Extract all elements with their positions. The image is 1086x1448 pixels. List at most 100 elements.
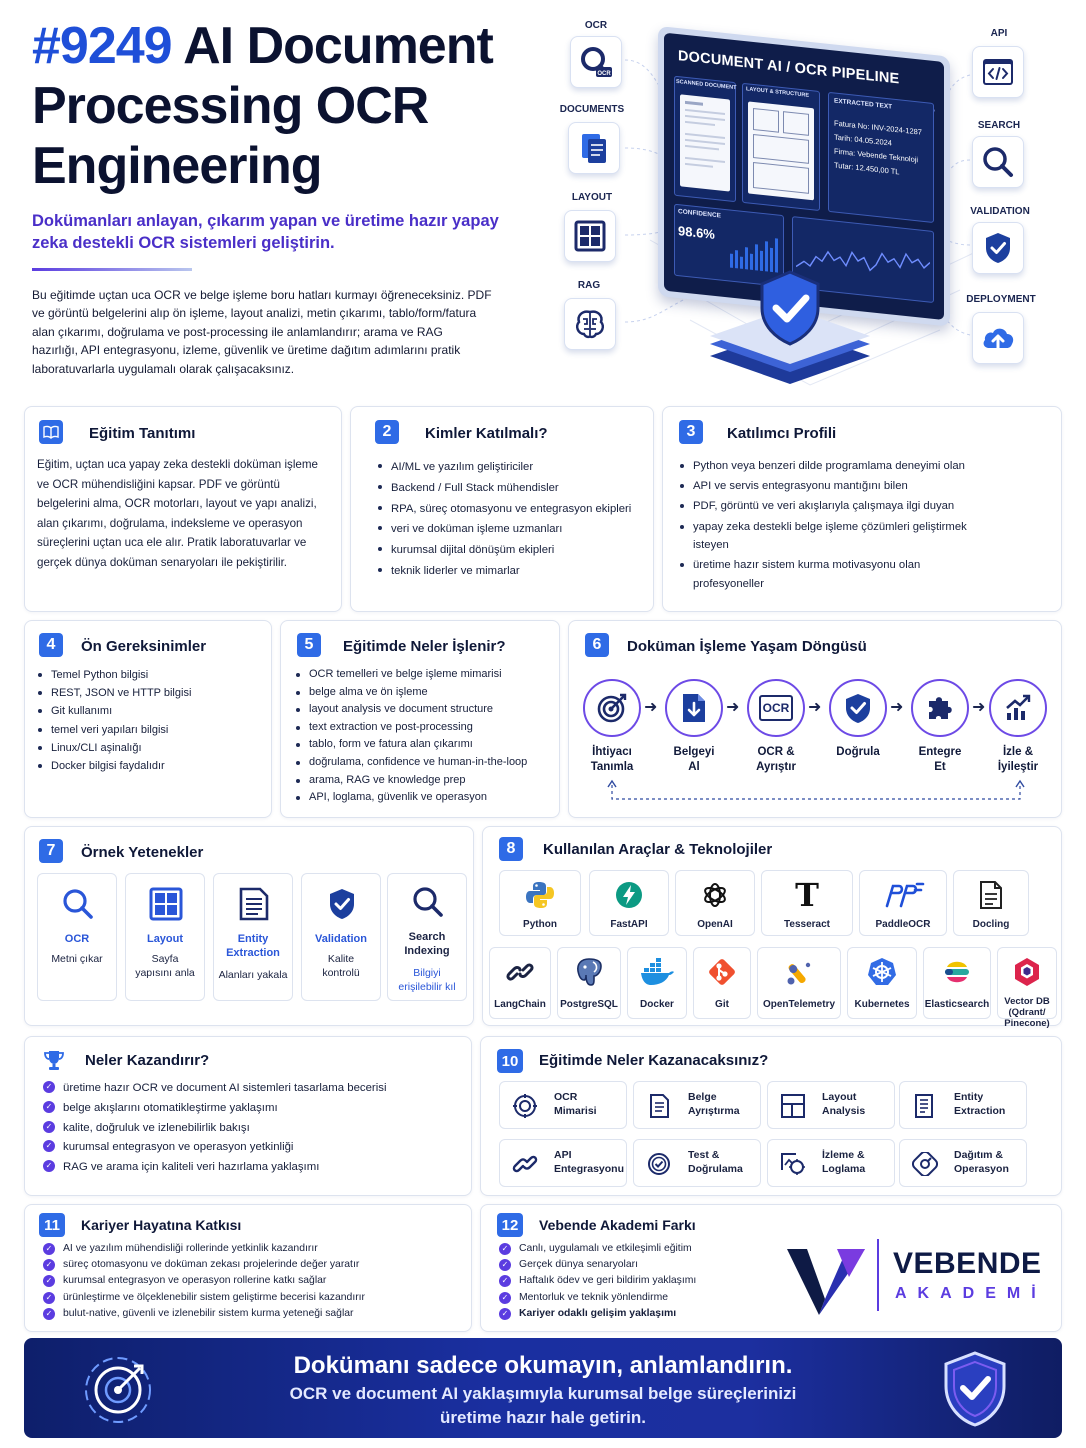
brain-icon <box>564 298 616 350</box>
capability-ocr: OCR Metni çıkar <box>37 873 117 1001</box>
list-item: Canlı, uygulamalı ve etkileşimli eğitim <box>499 1241 779 1257</box>
arrow-right-icon: ➜ <box>972 699 986 716</box>
banner-line1: Dokümanı sadece okumayın, anlamlandırın. <box>293 1352 793 1379</box>
profile-list: Python veya benzeri dilde programlama de… <box>679 457 989 594</box>
section-number: 4 <box>39 633 63 657</box>
list-item: Mentorluk ve teknik yönlendirme <box>499 1290 779 1306</box>
list-item: Kariyer odaklı gelişim yaklaşımı <box>499 1306 779 1322</box>
gain-label-line: Layout <box>822 1091 857 1103</box>
cta-banner: Dokümanı sadece okumayın, anlamlandırın.… <box>24 1338 1062 1438</box>
step-label-line: Belgeyi <box>673 746 715 758</box>
capability-name: Entity Extraction <box>226 933 280 959</box>
vebende-list: Canlı, uygulamalı ve etkileşimli eğitim … <box>499 1241 779 1322</box>
list-item: Linux/CLI aşinalığı <box>37 739 267 757</box>
capability-desc: Bilgiyi erişilebilir kıl <box>398 967 456 993</box>
tool-docker: Docker <box>627 947 687 1019</box>
list-item: kurumsal dijital dönüşüm ekipleri <box>377 540 647 561</box>
card-kariyer: 11 Kariyer Hayatına Katkısı AI ve yazılı… <box>24 1204 472 1332</box>
hero-label-search: SEARCH <box>977 120 1021 131</box>
lifecycle-step-3: OCR <box>747 679 805 737</box>
list-item: doğrulama, confidence ve human-in-the-lo… <box>295 754 557 772</box>
lifecycle-label-3: OCR &Ayrıştır <box>736 745 816 775</box>
gain-label: İzleme & Loglama <box>822 1148 865 1176</box>
list-item: üretime hazır OCR ve document AI sisteml… <box>43 1079 463 1099</box>
lifecycle-label-6: İzle &İyileştir <box>978 745 1058 775</box>
arrow-right-icon: ➜ <box>890 699 904 716</box>
card-title: Vebende Akademi Farkı <box>539 1217 696 1233</box>
card-text: Eğitim, uçtan uca yapay zeka destekli do… <box>37 458 318 569</box>
card-ornek-yetenekler: 7 Örnek Yetenekler OCR Metni çıkar Layou… <box>24 826 474 1026</box>
cloud-upload-icon <box>972 312 1024 364</box>
tool-name: Tesseract <box>784 919 830 930</box>
shield-base <box>710 270 870 384</box>
card-title: Katılımcı Profili <box>727 425 837 442</box>
lifecycle-step-4 <box>829 679 887 737</box>
section-number: 5 <box>297 633 321 657</box>
header-divider <box>32 268 192 271</box>
list-item: ürünleştirme ve ölçeklenebilir sistem ge… <box>43 1290 463 1306</box>
page-title: #9249 AI Document Processing OCR Enginee… <box>32 16 552 196</box>
gain-dagitim-operasyon: Dağıtım &Operasyon <box>899 1139 1027 1187</box>
tool-name: Python <box>523 919 557 930</box>
gain-label-line: OCR <box>554 1091 578 1103</box>
capability-name: Search Indexing <box>404 931 450 957</box>
document-list-icon <box>915 1094 933 1118</box>
capability-search-indexing: Search Indexing Bilgiyi erişilebilir kıl <box>387 873 467 1001</box>
list-item: Git kullanımı <box>37 702 267 720</box>
book-icon <box>39 420 63 444</box>
card-title: Kariyer Hayatına Katkısı <box>81 1217 242 1233</box>
layout-icon <box>781 1094 805 1118</box>
hero-label-layout: LAYOUT <box>571 192 613 203</box>
gain-label: Test &Doğrulama <box>688 1148 743 1176</box>
list-item: kalite, doğruluk ve izlenebilirlik bakış… <box>43 1119 463 1139</box>
list-item: API ve servis entegrasyonu mantığını bil… <box>679 477 989 496</box>
tool-langchain: LangChain <box>489 947 551 1019</box>
confidence-bars <box>730 238 778 273</box>
list-item: temel veri yapıları bilgisi <box>37 721 267 739</box>
page-subtitle: Dokümanları anlayan, çıkarım yapan ve ür… <box>32 212 499 252</box>
list-item: belge akışlarını otomatikleştirme yaklaş… <box>43 1099 463 1119</box>
capability-desc: Sayfa yapısını anla <box>135 953 195 979</box>
hero-label-api: API <box>990 28 1008 39</box>
gain-label: Dağıtım &Operasyon <box>954 1148 1009 1176</box>
tool-elasticsearch: Elasticsearch <box>923 947 991 1019</box>
document-lines-icon <box>239 887 269 921</box>
layout-icon <box>564 210 616 262</box>
search-icon <box>63 889 93 919</box>
capability-name: OCR <box>64 933 90 945</box>
chart-growth-icon <box>1006 694 1031 720</box>
gain-test-dogrulama: Test &Doğrulama <box>633 1139 761 1187</box>
tool-name: LangChain <box>494 999 546 1010</box>
list-item: OCR temelleri ve belge işleme mimarisi <box>295 666 557 684</box>
list-item: üretime hazır sistem kurma motivasyonu o… <box>679 556 989 593</box>
gain-label-line: Belge <box>688 1091 717 1103</box>
list-item: REST, JSON ve HTTP bilgisi <box>37 684 267 702</box>
gain-label-line: Extraction <box>954 1105 1006 1117</box>
banner-line3: üretime hazır hale getirin. <box>440 1408 646 1427</box>
gain-label-line: İzleme & <box>822 1149 865 1161</box>
section-number: 3 <box>679 420 703 444</box>
tool-tesseract: T Tesseract <box>761 870 853 936</box>
list-item: layout analysis ve document structure <box>295 701 557 719</box>
lifecycle-step-1 <box>583 679 641 737</box>
check-circle-icon <box>648 1153 670 1175</box>
tool-name: FastAPI <box>610 919 648 930</box>
list-item: kurumsal entegrasyon ve operasyon roller… <box>43 1273 463 1289</box>
lifecycle-step-2 <box>665 679 723 737</box>
documents-icon <box>568 122 620 174</box>
list-item: AI/ML ve yazılım geliştiriciler <box>377 457 647 478</box>
hero-label-ocr: OCR <box>584 20 608 31</box>
hero-label-deployment: DEPLOYMENT <box>966 294 1036 305</box>
list-item: API, loglama, güvenlik ve operasyon <box>295 789 557 807</box>
ocr-scan-icon <box>513 1094 537 1118</box>
list-item: PDF, görüntü ve veri akışlarıyla çalışma… <box>679 497 989 516</box>
lifecycle-label-4: Doğrula <box>818 745 898 760</box>
monitor: DOCUMENT AI / OCR PIPELINE ● ● ● SCANNED… <box>658 26 958 358</box>
docker-icon <box>641 958 674 985</box>
deploy-icon <box>912 1152 938 1176</box>
tool-name: OpenTelemetry <box>762 999 836 1010</box>
gain-label-line: Loglama <box>822 1163 866 1175</box>
card-title: Kullanılan Araçlar & Teknolojiler <box>543 841 773 858</box>
